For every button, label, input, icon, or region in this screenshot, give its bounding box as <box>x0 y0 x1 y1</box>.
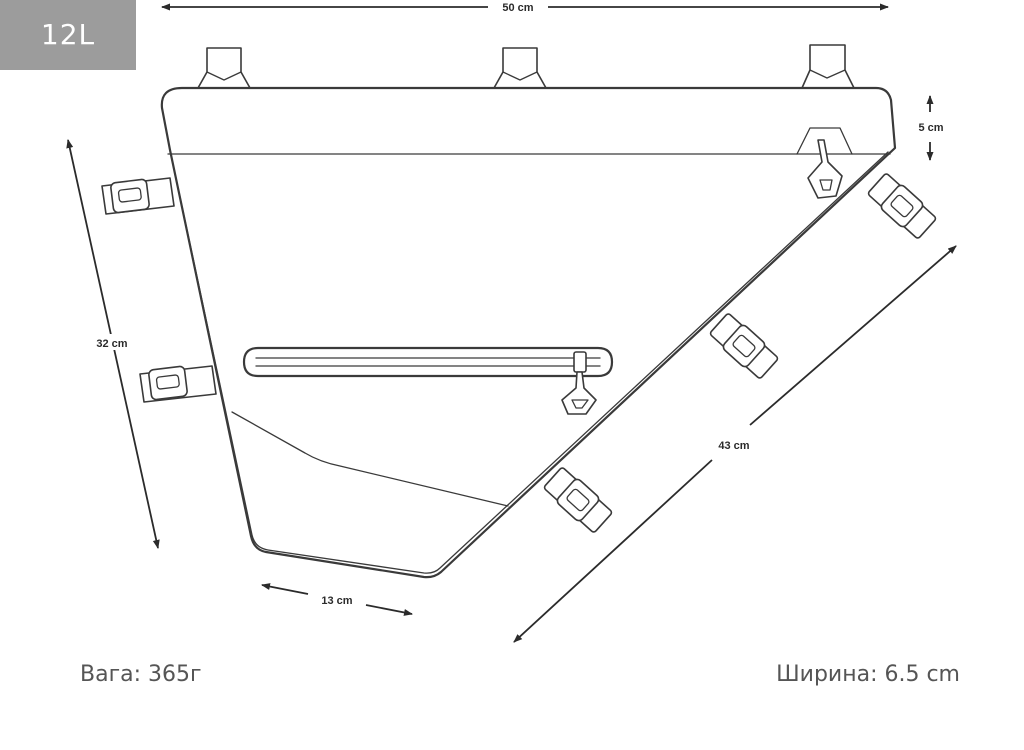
left-strap-upper <box>101 177 175 215</box>
dimension-top-height-label: 5 cm <box>918 122 943 134</box>
diagonal-strap-1 <box>867 173 937 239</box>
left-strap-lower <box>139 365 217 403</box>
dimension-top-width-label: 50 cm <box>502 2 533 14</box>
top-strap-left <box>197 47 251 89</box>
dimension-top-height: 5 cm <box>918 95 944 161</box>
top-strap-middle <box>493 47 547 89</box>
dimension-left-height-label: 32 cm <box>96 338 127 350</box>
weight-label: Вага: 365г <box>80 662 202 687</box>
front-zipper-pocket <box>242 346 614 415</box>
dimension-diagonal-length-label: 43 cm <box>718 440 749 452</box>
bag-body <box>160 86 897 579</box>
frame-bag-diagram: 50 cm 5 cm 32 cm 13 cm 43 cm <box>66 2 957 643</box>
top-strap-right <box>801 44 855 89</box>
top-zipper-pull <box>796 127 853 199</box>
diagonal-strap-3 <box>543 467 613 533</box>
dimension-bottom-width: 13 cm <box>261 583 413 616</box>
dimension-left-height: 32 cm <box>66 139 160 549</box>
volume-badge: 12L <box>0 0 136 70</box>
dimension-top-width: 50 cm <box>161 2 889 14</box>
dimension-bottom-width-label: 13 cm <box>321 595 352 607</box>
diagonal-strap-2 <box>709 313 779 379</box>
dimension-diagonal-length: 43 cm <box>513 245 957 643</box>
width-label: Ширина: 6.5 cm <box>776 662 960 687</box>
